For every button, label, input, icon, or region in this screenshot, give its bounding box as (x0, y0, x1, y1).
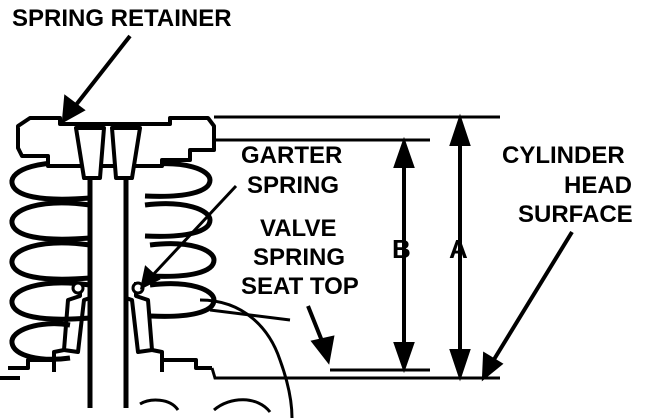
spring-retainer-leader (61, 34, 132, 124)
garter-spring-label-line1: GARTER (241, 142, 342, 169)
cylinder-head-label-line1: CYLINDER (502, 142, 625, 169)
valve-spring-seat-leader (306, 305, 335, 365)
valve-keepers (74, 126, 142, 180)
valve-stem (87, 180, 129, 408)
valve-spring-seat-label-line2: SPRING (253, 244, 345, 271)
valve-stem-seal (52, 282, 164, 372)
garter-spring-icon (71, 281, 145, 295)
garter-spring-label-line2: SPRING (247, 172, 339, 199)
garter-spring-leader (139, 184, 238, 290)
dimension-b-label: B (392, 234, 411, 264)
cylinder-head-label-line2: HEAD (564, 172, 632, 199)
spring-retainer-label: SPRING RETAINER (12, 5, 232, 32)
dimension-b-arrow (393, 136, 415, 374)
dimension-a-arrow (449, 113, 471, 382)
valve-spring-coils (9, 160, 217, 362)
reference-lines (214, 115, 500, 380)
valve-spring-seat-label-line1: VALVE (260, 215, 336, 242)
valve-spring-seat-label-line3: SEAT TOP (241, 273, 359, 300)
cylinder-head-label-line3: SURFACE (518, 201, 633, 228)
cylinder-head-leader (481, 230, 574, 382)
dimension-a-label: A (449, 234, 468, 264)
spring-seat (0, 358, 212, 380)
cylinder-head-casting (139, 298, 294, 419)
